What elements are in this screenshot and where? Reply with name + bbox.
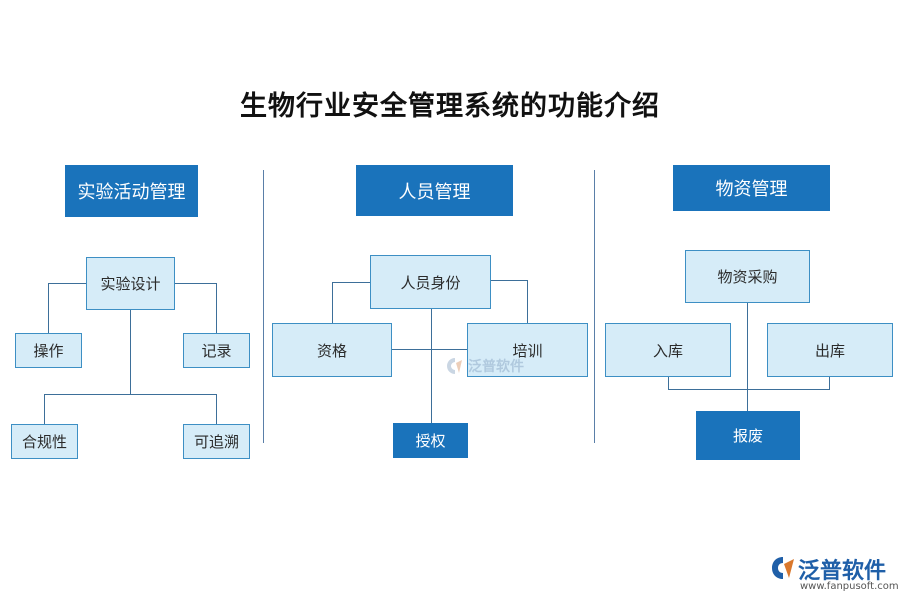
- page-title: 生物行业安全管理系统的功能介绍: [240, 91, 660, 122]
- connector: [668, 389, 830, 390]
- materials-node-outbound: 出库: [767, 323, 893, 377]
- connector: [332, 282, 371, 283]
- personnel-header: 人员管理: [356, 165, 513, 216]
- lab-root-node: 实验设计: [86, 257, 175, 310]
- brand-url: www.fanpusoft.com: [800, 581, 899, 592]
- column-separator: [263, 170, 264, 443]
- connector: [174, 283, 216, 284]
- brand-logo-icon: [772, 557, 794, 579]
- connector: [332, 282, 333, 324]
- connector: [216, 283, 217, 333]
- watermark-text: 泛普软件: [468, 359, 524, 375]
- lab-node-traceability: 可追溯: [183, 424, 250, 459]
- column-separator: [594, 170, 595, 443]
- connector: [44, 394, 45, 424]
- materials-node-inbound: 入库: [605, 323, 731, 377]
- brand-name: 泛普软件: [798, 559, 887, 584]
- connector: [668, 377, 669, 389]
- connector: [747, 302, 748, 411]
- connector: [48, 283, 87, 284]
- watermark: 泛普软件: [446, 352, 546, 380]
- brand-logo: 泛普软件 www.fanpusoft.com: [770, 553, 899, 595]
- lab-node-compliance: 合规性: [11, 424, 78, 459]
- connector: [44, 394, 216, 395]
- connector: [490, 280, 527, 281]
- personnel-node-training: 培训: [467, 323, 588, 377]
- materials-node-scrap: 报废: [696, 411, 800, 460]
- materials-root-node: 物资采购: [685, 250, 810, 303]
- connector: [48, 283, 49, 333]
- personnel-root-node: 人员身份: [370, 255, 491, 309]
- connector: [216, 394, 217, 424]
- connector: [392, 349, 468, 350]
- personnel-node-authorization: 授权: [393, 423, 468, 458]
- lab-node-operation: 操作: [15, 333, 82, 368]
- connector: [431, 308, 432, 423]
- connector: [527, 280, 528, 324]
- connector: [130, 309, 131, 395]
- lab-header: 实验活动管理: [65, 165, 198, 217]
- materials-header: 物资管理: [673, 165, 830, 211]
- lab-node-record: 记录: [183, 333, 250, 368]
- brand-logo-icon: [447, 358, 462, 374]
- personnel-node-qualification: 资格: [272, 323, 392, 377]
- connector: [829, 377, 830, 389]
